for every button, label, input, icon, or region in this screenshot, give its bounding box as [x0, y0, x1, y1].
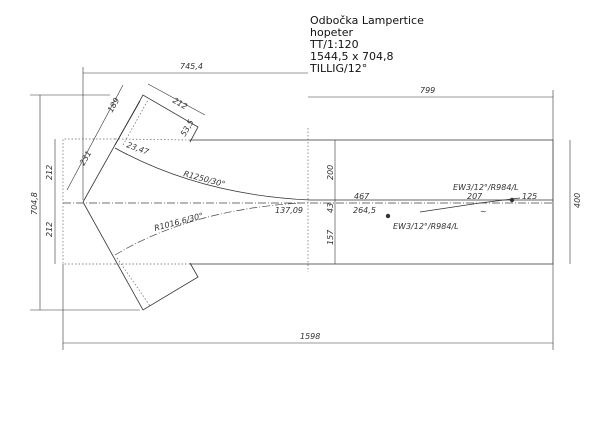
dim-53-5: 53,5	[179, 118, 196, 138]
scale-name: hopeter	[310, 26, 354, 39]
dim-467: 467	[354, 192, 370, 201]
dim-207: 207	[467, 192, 483, 201]
dim-799: 799	[420, 86, 435, 95]
tilde-mark: ~	[480, 207, 487, 216]
dim-125: 125	[522, 192, 537, 201]
turnout-label-lower: EW3/12°/R984/L	[393, 222, 459, 231]
dim-157: 157	[326, 229, 335, 245]
dim-23-47: 23,47	[125, 140, 150, 157]
dim-200: 200	[326, 165, 335, 180]
dim-704: 704,8	[30, 192, 39, 215]
dim-264-5: 264,5	[353, 206, 376, 215]
curve-label-lower: R1016,6/30°	[153, 211, 204, 233]
dim-189: 189	[106, 96, 121, 114]
curve-label-upper: R1250/30°	[182, 169, 226, 189]
dim-212-upper: 212	[45, 165, 54, 180]
dim-231: 231	[78, 149, 93, 167]
dim-1598: 1598	[300, 332, 320, 341]
tracks	[63, 147, 553, 256]
board-outline	[62, 94, 554, 311]
dim-400: 400	[573, 193, 582, 208]
dim-212-branch: 212	[171, 96, 189, 111]
drawing-title: Odbočka Lampertice	[310, 14, 424, 27]
turnout-label-upper: EW3/12°/R984/L	[453, 183, 519, 192]
dim-745: 745,4	[180, 62, 203, 71]
dim-212-lower: 212	[45, 222, 54, 237]
track-system: TILLIG/12°	[310, 62, 368, 75]
dim-43: 43	[326, 203, 335, 213]
dimension-lines	[30, 67, 571, 350]
dim-137-09: 137,09	[275, 206, 303, 215]
title-block: Odbočka Lampertice hopeter TT/1:120 1544…	[310, 15, 424, 75]
overall-size: 1544,5 x 704,8	[310, 50, 394, 63]
scale: TT/1:120	[310, 38, 359, 51]
